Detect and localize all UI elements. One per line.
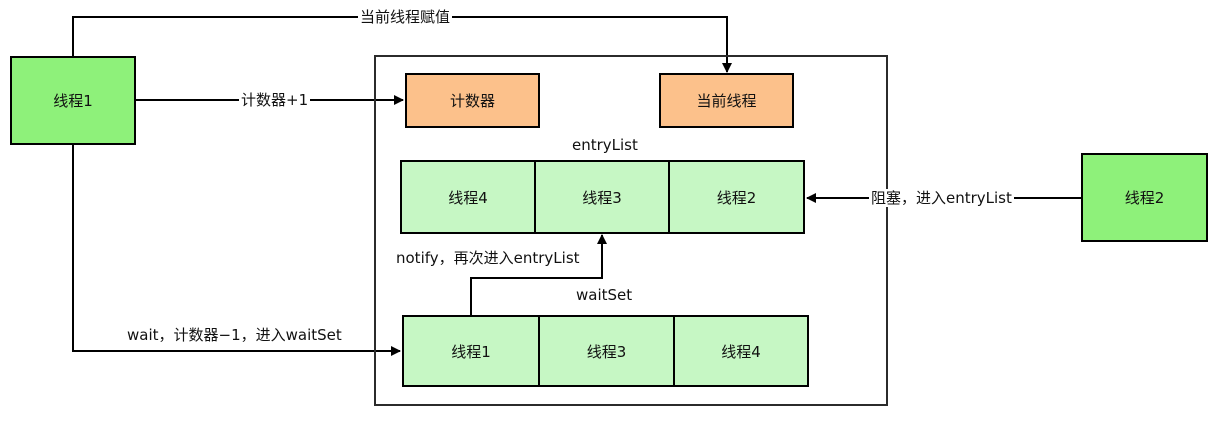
wait-set-cell: 线程4 [673,315,809,387]
current-thread-label: 当前线程 [696,92,757,110]
entry-list-cell: 线程4 [400,160,536,234]
thread2-node: 线程2 [1081,153,1208,242]
edge-label-counter-inc: 计数器+1 [239,91,311,109]
edge-wait-enter [72,145,401,356]
entry-list-cell-label: 线程2 [716,188,757,207]
counter-label: 计数器 [449,92,495,110]
edge-label-block-entry: 阻塞，进入entryList [869,189,1014,207]
entry-list-cell: 线程2 [668,160,805,234]
thread1-node: 线程1 [10,56,136,145]
current-thread-node: 当前线程 [659,73,794,128]
wait-set-cell-label: 线程3 [586,342,627,361]
edge-label-assign-current: 当前线程赋值 [358,8,453,26]
thread2-label: 线程2 [1124,189,1165,207]
entry-list-cell-label: 线程4 [448,188,488,207]
wait-set-title: waitSet [576,286,633,304]
wait-set-cell: 线程3 [538,315,675,387]
edge-label-wait-enter: wait，计数器−1，进入waitSet [127,326,342,344]
edge-notify-reenter [470,234,607,315]
monitor-container [374,55,888,406]
entry-list-title: entryList [572,136,638,154]
wait-set-cell-label: 线程4 [721,342,761,361]
counter-node: 计数器 [405,73,540,128]
edge-label-notify-reenter: notify，再次进入entryList [396,249,580,267]
entry-list-cell-label: 线程3 [582,188,622,207]
wait-set-cell: 线程1 [402,315,540,387]
entry-list-cell: 线程3 [534,160,670,234]
wait-set-cell-label: 线程1 [451,342,491,361]
thread1-label: 线程1 [53,92,93,110]
